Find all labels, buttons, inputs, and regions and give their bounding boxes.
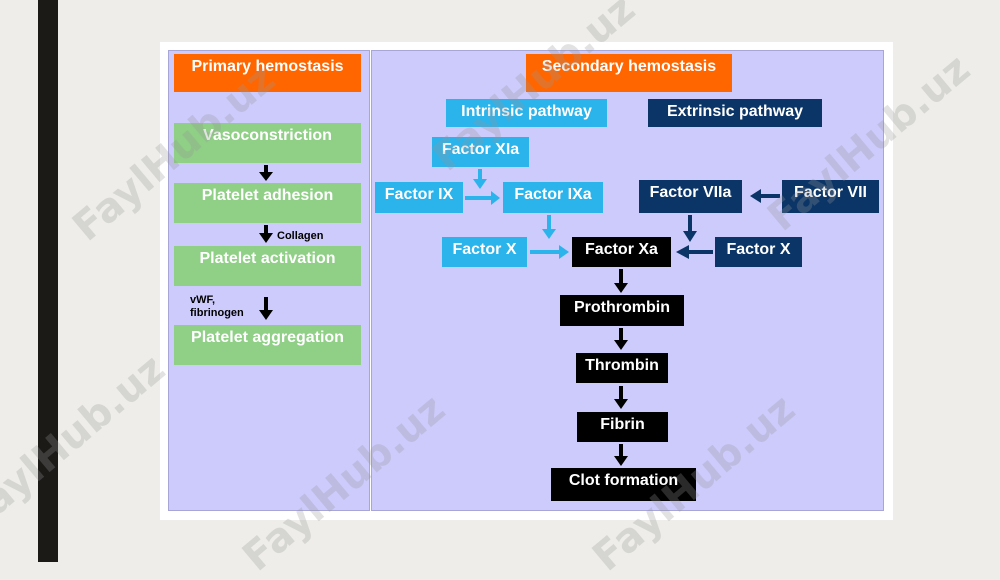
flow-arrows	[259, 165, 780, 466]
arrow-viia-down	[683, 215, 697, 242]
arrow-x-to-xa	[530, 245, 569, 259]
collagen-label: Collagen	[277, 230, 324, 242]
arrow-xa-to-prothrombin	[614, 269, 628, 293]
slide-side-bar	[38, 0, 58, 562]
platelet-adhesion-box: Platelet adhesion	[174, 183, 361, 223]
extrinsic-pathway-title: Extrinsic pathway	[648, 99, 822, 127]
fibrinogen-label: fibrinogen	[190, 307, 244, 319]
arrow-ix-to-ixa	[465, 191, 500, 205]
primary-hemostasis-title: Primary hemostasis	[174, 54, 361, 92]
platelet-aggregation-box: Platelet aggregation	[174, 325, 361, 365]
arrow-extrinsic-x-to-xa	[676, 245, 713, 259]
factor-xa-box: Factor Xa	[572, 237, 671, 267]
arrow-thrombin-to-fibrin	[614, 386, 628, 409]
vwf-label: vWF,	[190, 294, 216, 306]
platelet-activation-box: Platelet activation	[174, 246, 361, 286]
thrombin-box: Thrombin	[576, 353, 668, 383]
fibrin-box: Fibrin	[577, 412, 668, 442]
clot-formation-box: Clot formation	[551, 468, 696, 501]
arrow-ixa-down	[542, 215, 556, 239]
prothrombin-box: Prothrombin	[560, 295, 684, 326]
arrow-fibrin-to-clot	[614, 444, 628, 466]
factor-xia-box: Factor XIa	[432, 137, 529, 167]
factor-vii-box: Factor VII	[782, 180, 879, 213]
secondary-hemostasis-title: Secondary hemostasis	[526, 54, 732, 92]
arrow-xia-down	[473, 169, 487, 189]
factor-x-extrinsic-box: Factor X	[715, 237, 802, 267]
intrinsic-pathway-title: Intrinsic pathway	[446, 99, 607, 127]
vasoconstriction-box: Vasoconstriction	[174, 123, 361, 163]
arrow-vasoconstriction-to-adhesion	[259, 165, 273, 181]
factor-ix-box: Factor IX	[375, 182, 463, 213]
arrow-prothrombin-to-thrombin	[614, 328, 628, 350]
factor-viia-box: Factor VIIa	[639, 180, 742, 213]
factor-ixa-box: Factor IXa	[503, 182, 603, 213]
arrow-activation-to-aggregation	[259, 297, 273, 320]
arrow-vii-to-viia	[750, 189, 780, 203]
arrow-adhesion-to-activation	[259, 225, 273, 243]
factor-x-intrinsic-box: Factor X	[442, 237, 527, 267]
